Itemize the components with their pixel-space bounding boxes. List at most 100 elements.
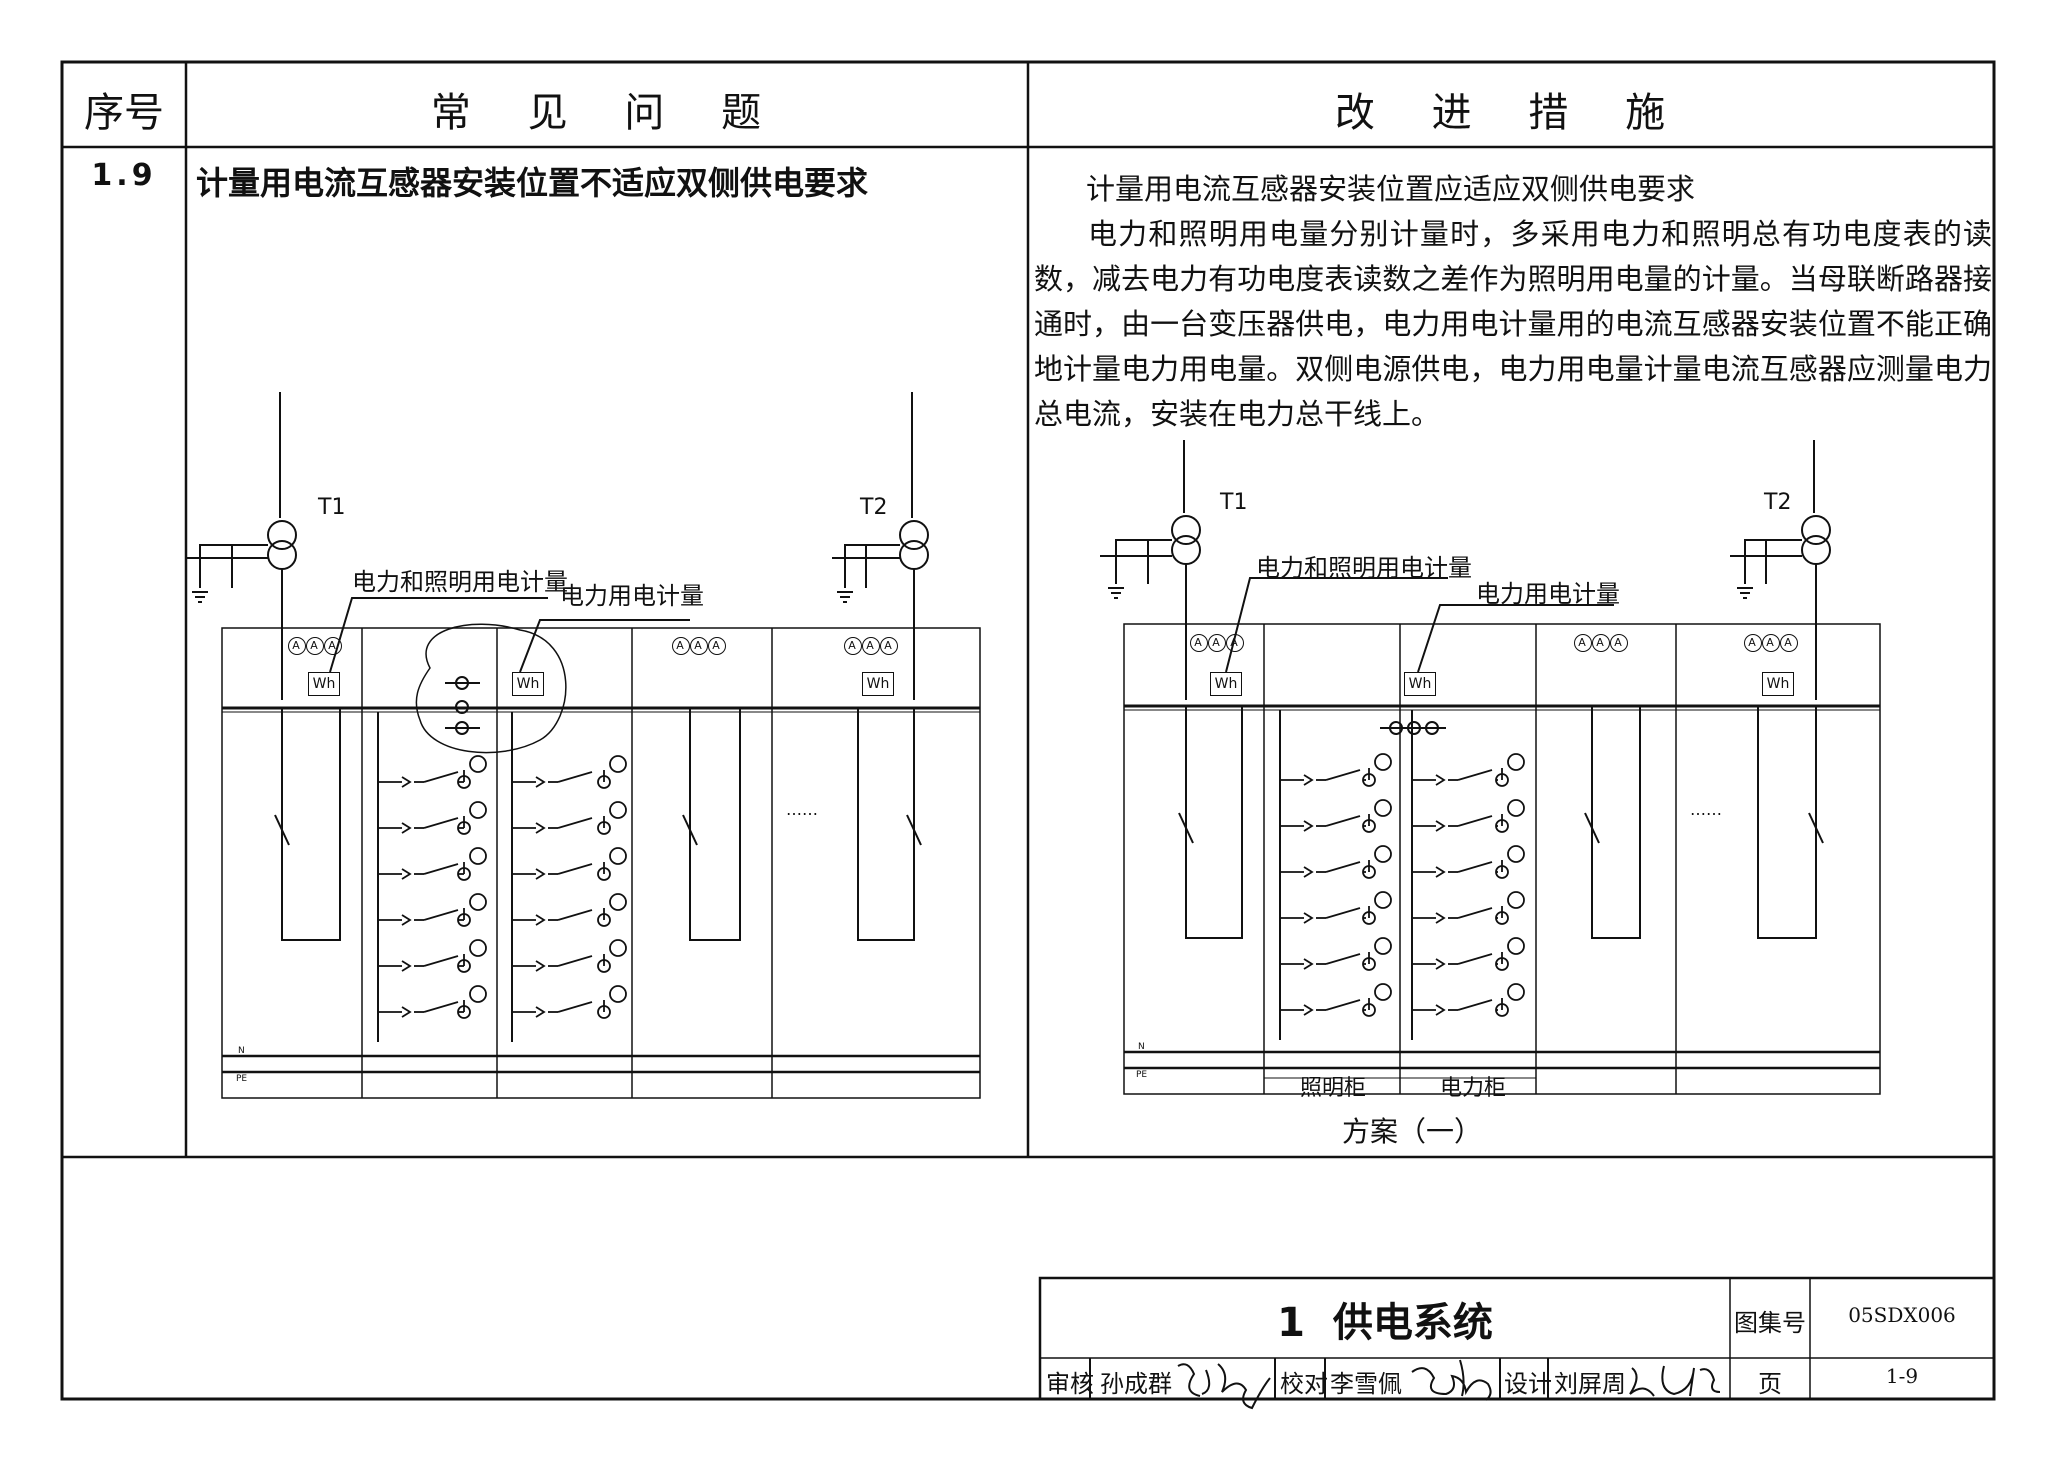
right-ellipsis: …… <box>1690 800 1722 819</box>
feeder-circuit <box>1507 799 1525 817</box>
check-label: 校对 <box>1280 1370 1328 1398</box>
feeder-circuit <box>401 868 412 880</box>
design-label: 设计 <box>1504 1370 1552 1398</box>
feeder-circuit <box>1435 820 1446 832</box>
feeder-circuit <box>423 955 459 967</box>
designer-signature <box>1629 1365 1721 1397</box>
feeder-circuit <box>535 914 546 926</box>
feeder-circuit <box>401 822 412 834</box>
feeder-circuit <box>1457 815 1493 827</box>
feeder-circuit <box>609 755 627 773</box>
checker-signature <box>1411 1359 1492 1401</box>
drawing-title: 1 供电系统 <box>1277 1300 1493 1346</box>
feeder-circuit <box>469 893 487 911</box>
feeder-circuit <box>1303 820 1314 832</box>
checker-name: 李雪佩 <box>1330 1370 1402 1398</box>
feeder-circuit <box>1507 937 1525 955</box>
scheme-caption: 方案（一） <box>1342 1115 1483 1148</box>
feeder-circuit <box>1457 907 1493 919</box>
left-t1-label: T1 <box>318 495 346 520</box>
left-bus-pe-label: PE <box>236 1074 248 1084</box>
feeder-circuit <box>1325 953 1361 965</box>
feeder-circuit <box>535 960 546 972</box>
page-number: 1-9 <box>1885 1364 1919 1388</box>
improvement-title: 计量用电流互感器安装位置应适应双侧供电要求 <box>1086 172 1696 206</box>
feeder-circuit <box>1325 907 1361 919</box>
cabinet-lighting-label: 照明柜 <box>1300 1076 1367 1101</box>
feeder-circuit <box>1507 983 1525 1001</box>
left-t2-label: T2 <box>860 495 888 520</box>
feeder-circuit <box>609 893 627 911</box>
feeder-circuit <box>557 771 593 783</box>
feeder-circuit <box>469 755 487 773</box>
feeder-circuit <box>1457 953 1493 965</box>
feeder-circuit <box>557 863 593 875</box>
feeder-circuit <box>469 985 487 1003</box>
header-index: 序号 <box>84 90 164 136</box>
feeder-circuit <box>1303 866 1314 878</box>
feeder-circuit <box>609 801 627 819</box>
designer-name: 刘屏周 <box>1554 1370 1626 1398</box>
feeder-circuit <box>469 939 487 957</box>
header-problem: 常 见 问 题 <box>430 90 784 136</box>
feeder-circuit <box>423 1001 459 1013</box>
feeder-circuit <box>423 771 459 783</box>
page-label: 页 <box>1758 1370 1782 1398</box>
feeder-circuit <box>1457 861 1493 873</box>
feeder-circuit <box>1374 937 1392 955</box>
feeder-circuit <box>1374 845 1392 863</box>
left-wh-meter-3: Wh <box>862 672 894 696</box>
cabinet-power-label: 电力柜 <box>1440 1076 1507 1101</box>
feeder-circuit <box>1374 753 1392 771</box>
left-wh-meter-1: Wh <box>308 672 340 696</box>
right-wh-meter-3: Wh <box>1762 672 1794 696</box>
problem-title: 计量用电流互感器安装位置不适应双侧供电要求 <box>196 164 869 202</box>
left-bus-n-label: N <box>238 1046 245 1056</box>
right-bus-n-label: N <box>1138 1042 1145 1052</box>
header-improvement: 改 进 措 施 <box>1334 90 1688 136</box>
right-t2-label: T2 <box>1764 490 1792 515</box>
right-bus-pe-label: PE <box>1136 1070 1148 1080</box>
feeder-circuit <box>1435 1004 1446 1016</box>
left-wh-meter-2: Wh <box>512 672 544 696</box>
feeder-circuit <box>401 776 412 788</box>
feeder-circuit <box>557 955 593 967</box>
feeder-circuit <box>1303 958 1314 970</box>
feeder-circuit <box>1435 958 1446 970</box>
feeder-circuit <box>1435 912 1446 924</box>
feeder-circuit <box>469 801 487 819</box>
feeder-circuit <box>557 909 593 921</box>
feeder-circuit <box>1325 999 1361 1011</box>
feeder-circuit <box>423 909 459 921</box>
left-ellipsis: …… <box>786 800 818 819</box>
atlas-label: 图集号 <box>1734 1309 1806 1337</box>
feeder-circuit <box>469 847 487 865</box>
row-index: 1.9 <box>91 158 157 193</box>
reviewer-name: 孙成群 <box>1100 1370 1172 1398</box>
feeder-circuit <box>1507 891 1525 909</box>
feeder-circuit <box>401 1006 412 1018</box>
improvement-body: 电力和照明用电量分别计量时，多采用电力和照明总有功电度表的读数，减去电力有功电度… <box>1034 217 1992 431</box>
feeder-circuit <box>557 817 593 829</box>
feeder-circuit <box>609 985 627 1003</box>
right-wh-meter-1: Wh <box>1210 672 1242 696</box>
feeder-circuit <box>1374 983 1392 1001</box>
feeder-circuit <box>1435 866 1446 878</box>
right-power-meter-label: 电力用电计量 <box>1476 580 1620 608</box>
right-t1-label: T1 <box>1220 490 1248 515</box>
atlas-number: 05SDX006 <box>1848 1303 1956 1327</box>
feeder-circuit <box>1507 845 1525 863</box>
feeder-circuit <box>1374 891 1392 909</box>
right-total-meter-label: 电力和照明用电计量 <box>1256 554 1472 582</box>
feeder-circuit <box>401 914 412 926</box>
feeder-circuit <box>1374 799 1392 817</box>
feeder-circuit <box>1303 774 1314 786</box>
